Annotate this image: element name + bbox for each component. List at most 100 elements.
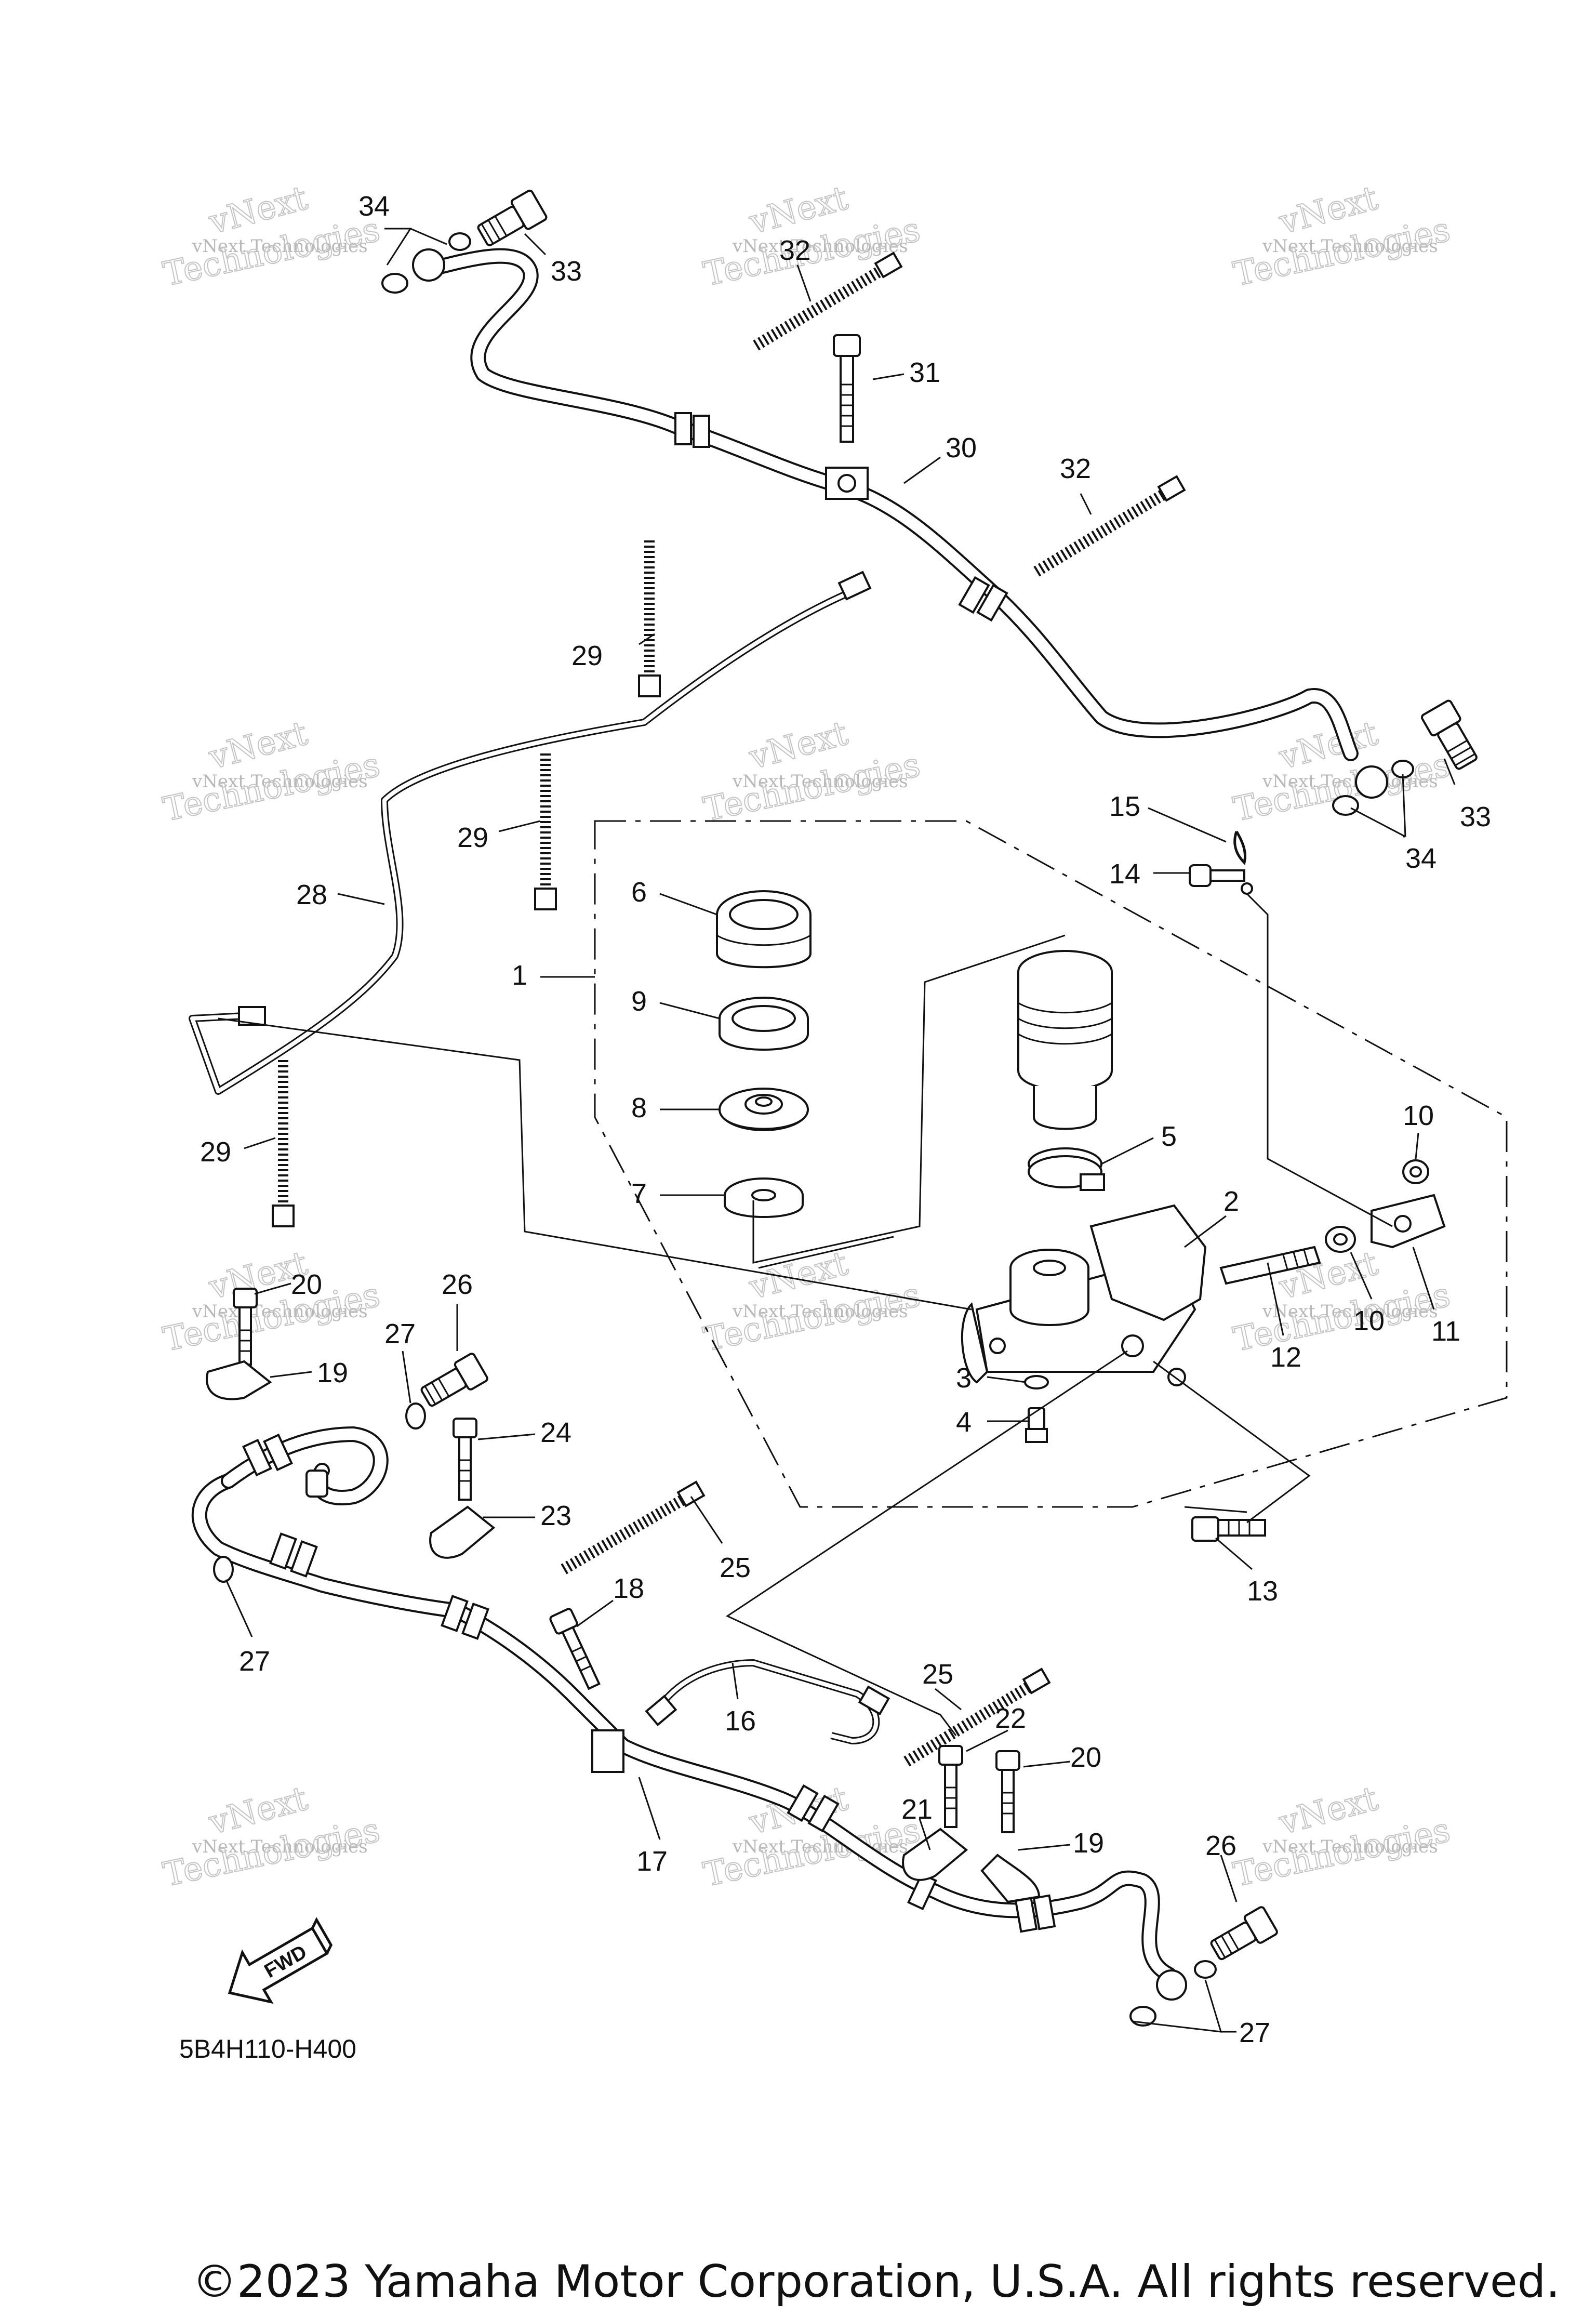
part-diagram-code: 5B4H110-H400 bbox=[179, 2034, 356, 2063]
watermark-label: vNext Technologies bbox=[732, 771, 908, 792]
push-rod-12 bbox=[1219, 1246, 1321, 1285]
callout-27-right: 27 bbox=[1239, 2017, 1270, 2048]
callout-25-right: 25 bbox=[922, 1659, 953, 1690]
callout-10-lower: 10 bbox=[1353, 1305, 1385, 1336]
callouts: 34 33 32 31 30 32 29 29 28 29 15 14 33 3… bbox=[200, 191, 1491, 2048]
lock-nut-10-lower bbox=[1325, 1226, 1356, 1253]
master-cylinder-body-2 bbox=[961, 1204, 1207, 1386]
hose-clamp-21 bbox=[902, 1828, 968, 1881]
bolt-18 bbox=[549, 1608, 601, 1690]
watermark: vNext vNext Technologies Technologies bbox=[159, 178, 384, 294]
fwd-arrow-icon: FWD bbox=[228, 1917, 333, 2004]
cable-tie-25-a bbox=[561, 1480, 706, 1574]
hose-bracket bbox=[305, 1470, 328, 1498]
cable-tie-29-a bbox=[638, 540, 661, 697]
callout-33-right: 33 bbox=[1460, 801, 1491, 832]
banjo-fitting bbox=[412, 248, 445, 282]
callout-29-lower: 29 bbox=[200, 1136, 231, 1168]
callout-32-top: 32 bbox=[779, 235, 810, 266]
callout-29-upper: 29 bbox=[571, 640, 603, 671]
callout-9: 9 bbox=[631, 986, 647, 1017]
watermark: vNext vNext Technologies Technologies bbox=[700, 178, 924, 294]
hose-clamp-5 bbox=[1028, 1147, 1105, 1191]
callout-23: 23 bbox=[540, 1500, 571, 1531]
hose-coupling bbox=[976, 584, 1008, 622]
callout-20-right: 20 bbox=[1070, 1742, 1101, 1773]
clevis-pin-14 bbox=[1189, 864, 1253, 895]
bolt-24 bbox=[453, 1418, 477, 1501]
watermark-label: vNext Technologies bbox=[1262, 236, 1438, 257]
master-cylinder-assembly-outline bbox=[594, 820, 1508, 1508]
copper-washer-icon bbox=[405, 1402, 426, 1430]
callout-6: 6 bbox=[631, 877, 647, 908]
callout-20-left: 20 bbox=[291, 1269, 322, 1300]
callout-11: 11 bbox=[1431, 1316, 1460, 1347]
watermark: vNext vNext Technologies Technologies bbox=[700, 1243, 924, 1359]
bolt-20-right bbox=[995, 1750, 1020, 1833]
hose-clamp-23 bbox=[429, 1505, 496, 1559]
cable-tie-25-b bbox=[903, 1667, 1051, 1767]
cotter-pin-15 bbox=[1233, 830, 1247, 865]
bleed-screw-4 bbox=[1025, 1407, 1048, 1443]
callout-4: 4 bbox=[956, 1407, 972, 1438]
banjo-bolt-26-left bbox=[420, 1353, 488, 1407]
callout-27-upper: 27 bbox=[384, 1318, 416, 1349]
copper-washer-icon bbox=[213, 1556, 234, 1583]
callout-24: 24 bbox=[540, 1417, 571, 1448]
callout-14: 14 bbox=[1109, 858, 1140, 890]
cable-tie-29-b bbox=[534, 753, 557, 910]
callout-22: 22 bbox=[995, 1703, 1026, 1734]
callout-3: 3 bbox=[956, 1362, 972, 1394]
callout-8: 8 bbox=[631, 1092, 647, 1123]
banjo-fitting bbox=[1355, 765, 1388, 799]
callout-18: 18 bbox=[613, 1573, 644, 1604]
callout-21: 21 bbox=[901, 1794, 933, 1825]
callout-34-top: 34 bbox=[358, 191, 390, 222]
copper-washer-icon bbox=[1194, 1960, 1217, 1979]
reservoir bbox=[1017, 950, 1113, 1130]
callout-7: 7 bbox=[631, 1178, 647, 1209]
watermark: vNext vNext Technologies Technologies bbox=[159, 713, 384, 829]
callout-12: 12 bbox=[1270, 1342, 1301, 1373]
watermark-label: vNext Technologies bbox=[192, 771, 368, 792]
callout-leaders bbox=[225, 228, 1456, 2033]
callout-1: 1 bbox=[512, 960, 527, 991]
hose-clamp-19-right bbox=[980, 1854, 1041, 1903]
watermark-label: vNext Technologies bbox=[1262, 1301, 1438, 1322]
callout-31: 31 bbox=[909, 357, 940, 388]
assembly-leaders bbox=[218, 893, 1393, 1736]
callout-5: 5 bbox=[1161, 1121, 1177, 1152]
watermark: vNext vNext Technologies Technologies bbox=[1230, 178, 1454, 294]
callout-26-right: 26 bbox=[1205, 1830, 1236, 1861]
float-7 bbox=[724, 1177, 804, 1218]
watermark: vNext vNext Technologies Technologies bbox=[159, 1779, 384, 1895]
copper-washer-icon bbox=[448, 232, 471, 251]
banjo-bolt-33-top bbox=[477, 189, 548, 246]
cable-tie-32-top bbox=[753, 252, 903, 351]
diaphragm-8 bbox=[719, 1088, 809, 1131]
banjo-fitting bbox=[1156, 1969, 1187, 2001]
hose-coupling bbox=[693, 415, 710, 448]
watermark: vNext vNext Technologies Technologies bbox=[700, 713, 924, 829]
copyright-notice: ©2023 Yamaha Motor Corporation, U.S.A. A… bbox=[192, 2256, 1560, 2308]
callout-10-upper: 10 bbox=[1403, 1100, 1434, 1131]
callout-19-right: 19 bbox=[1073, 1828, 1104, 1859]
diaphragm-holder-9 bbox=[719, 997, 809, 1051]
copper-washer-icon bbox=[1129, 2006, 1156, 2027]
hose-clamp-19-left bbox=[206, 1360, 272, 1400]
watermark-label: vNext Technologies bbox=[732, 1301, 908, 1322]
brake-pipe-28 bbox=[189, 571, 872, 1095]
callout-13: 13 bbox=[1247, 1576, 1278, 1607]
callout-29-middle: 29 bbox=[457, 822, 488, 853]
upper-brake-hose bbox=[381, 232, 1414, 816]
callout-28: 28 bbox=[296, 879, 327, 910]
watermark: vNext vNext Technologies Technologies bbox=[159, 1243, 384, 1359]
reservoir-cap-6 bbox=[716, 890, 812, 969]
clevis-11 bbox=[1371, 1194, 1446, 1249]
bolt-13 bbox=[1191, 1516, 1266, 1542]
callout-34-right: 34 bbox=[1405, 843, 1437, 874]
cable-tie-32-right bbox=[1033, 475, 1186, 577]
callout-15: 15 bbox=[1109, 791, 1140, 822]
lock-nut-10-upper bbox=[1402, 1159, 1429, 1184]
